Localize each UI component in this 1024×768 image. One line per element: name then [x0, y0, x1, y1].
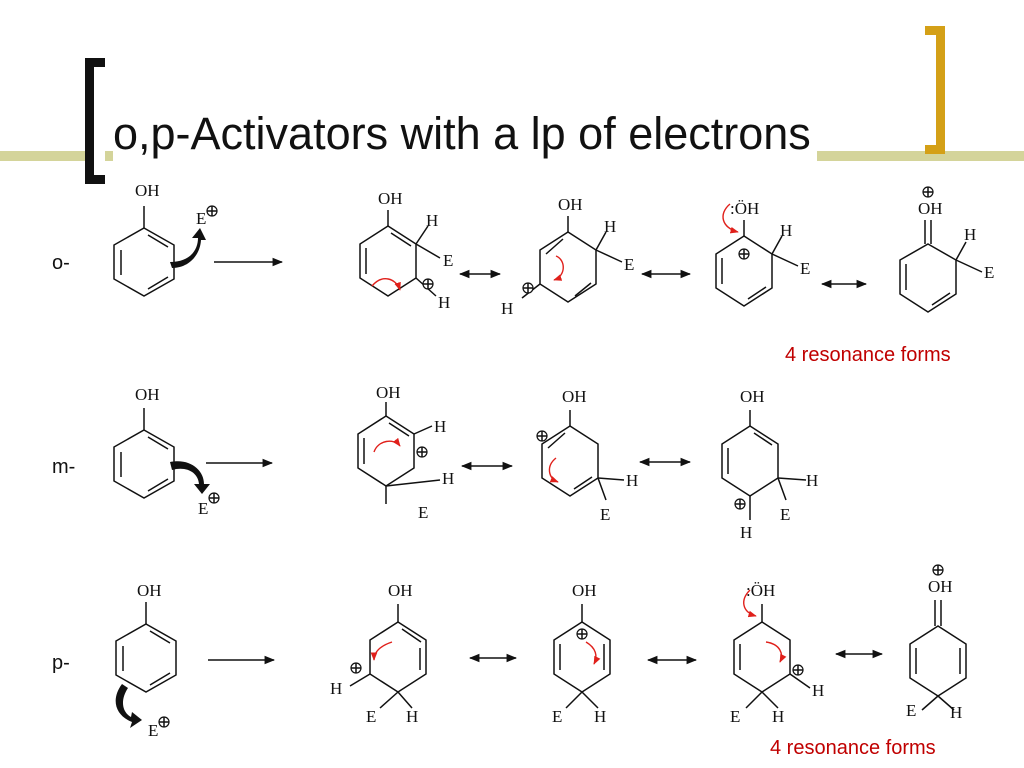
atom-label: OH: [135, 385, 160, 404]
charge-plus-icon: [417, 447, 427, 457]
atom-label: OH: [740, 387, 765, 406]
atom-label: OH: [388, 581, 413, 600]
atom-label: E: [198, 499, 208, 518]
charge-plus-icon: [423, 279, 433, 289]
para-resonance-form-2: OH E H: [552, 581, 611, 726]
slide-title: o,p-Activators with a lp of electrons: [113, 106, 817, 162]
curved-electron-arrow-icon: [553, 255, 564, 281]
atom-label: H: [964, 225, 976, 244]
atom-label: E: [624, 255, 634, 274]
ortho-resonance-form-2: OH H E H: [501, 195, 634, 318]
atom-label: H: [406, 707, 418, 726]
curved-electron-arrow-icon: [743, 589, 757, 618]
atom-label: E: [366, 707, 376, 726]
charge-plus-icon: [739, 249, 749, 259]
curved-electron-arrow-icon: [585, 641, 601, 665]
atom-label: OH: [572, 581, 597, 600]
atom-label: E: [552, 707, 562, 726]
atom-label: H: [626, 471, 638, 490]
curved-electron-arrow-icon: [370, 641, 393, 661]
atom-label: OH: [562, 387, 587, 406]
atom-label: :ÖH: [746, 581, 775, 600]
ortho-resonance-form-4: OH H E: [899, 186, 994, 313]
charge-plus-icon: [523, 283, 533, 293]
atom-label: H: [501, 299, 513, 318]
ortho-resonance-note: 4 resonance forms: [785, 344, 951, 366]
atom-label: E: [600, 505, 610, 524]
para-resonance-form-3: :ÖH H E H: [730, 581, 824, 726]
charge-plus-icon: [351, 663, 361, 673]
atom-label: H: [740, 523, 752, 542]
charge-plus-icon: [735, 499, 745, 509]
atom-label: H: [780, 221, 792, 240]
atom-label: H: [426, 211, 438, 230]
atom-label: E: [780, 505, 790, 524]
para-resonance-form-1: OH H E H: [330, 581, 427, 726]
atom-label: E: [443, 251, 453, 270]
curved-electron-arrow-icon: [548, 457, 559, 483]
atom-label: H: [438, 293, 450, 312]
atom-label: H: [434, 417, 446, 436]
row-label-ortho: o-: [52, 252, 70, 274]
ortho-resonance-form-1: OH H E H: [359, 189, 453, 312]
charge-plus-icon: [209, 493, 219, 503]
curved-electron-arrow-icon: [765, 641, 787, 663]
charge-plus-icon: [159, 717, 169, 727]
charge-plus-icon: [537, 431, 547, 441]
atom-label: E: [984, 263, 994, 282]
meta-resonance-form-3: OH H E H: [721, 387, 818, 542]
title-bracket-left: [85, 58, 105, 184]
atom-label: OH: [378, 189, 403, 208]
charge-plus-icon: [933, 565, 943, 575]
para-resonance-form-4: OH E H: [906, 564, 967, 722]
para-phenol-reactant: OH E: [115, 581, 177, 740]
atom-label: E: [418, 503, 428, 522]
charge-plus-icon: [577, 629, 587, 639]
para-resonance-note: 4 resonance forms: [770, 737, 936, 759]
atom-label: OH: [928, 577, 953, 596]
curved-electron-arrow-icon: [371, 278, 401, 291]
atom-label: E: [148, 721, 158, 740]
row-label-para: p-: [52, 652, 70, 674]
meta-phenol-reactant: OH E: [113, 385, 220, 518]
curved-electron-arrow-icon: [373, 437, 401, 453]
atom-label: :ÖH: [730, 199, 759, 218]
curved-electron-arrow-icon: [170, 228, 206, 268]
row-label-meta: m-: [52, 456, 76, 478]
atom-label: OH: [137, 581, 162, 600]
atom-label: H: [950, 703, 962, 722]
ortho-resonance-form-3: :ÖH H E: [715, 199, 810, 307]
title-bracket-right: [925, 26, 945, 154]
charge-plus-icon: [207, 206, 217, 216]
curved-electron-arrow-icon: [722, 203, 739, 234]
atom-label: H: [812, 681, 824, 700]
charge-plus-icon: [923, 187, 933, 197]
charge-plus-icon: [793, 665, 803, 675]
atom-label: H: [594, 707, 606, 726]
atom-label: OH: [135, 181, 160, 200]
atom-label: E: [906, 701, 916, 720]
curved-electron-arrow-icon: [115, 684, 142, 728]
atom-label: H: [806, 471, 818, 490]
curved-electron-arrow-icon: [170, 461, 210, 494]
meta-resonance-form-2: OH H E: [536, 387, 638, 524]
atom-label: OH: [918, 199, 943, 218]
atom-label: H: [330, 679, 342, 698]
atom-label: E: [730, 707, 740, 726]
atom-label: E: [196, 209, 206, 228]
atom-label: H: [772, 707, 784, 726]
atom-label: H: [604, 217, 616, 236]
atom-label: OH: [558, 195, 583, 214]
meta-resonance-form-1: OH H H E: [357, 383, 454, 522]
atom-label: OH: [376, 383, 401, 402]
atom-label: H: [442, 469, 454, 488]
atom-label: E: [800, 259, 810, 278]
ortho-phenol-reactant: OH E: [113, 181, 218, 297]
